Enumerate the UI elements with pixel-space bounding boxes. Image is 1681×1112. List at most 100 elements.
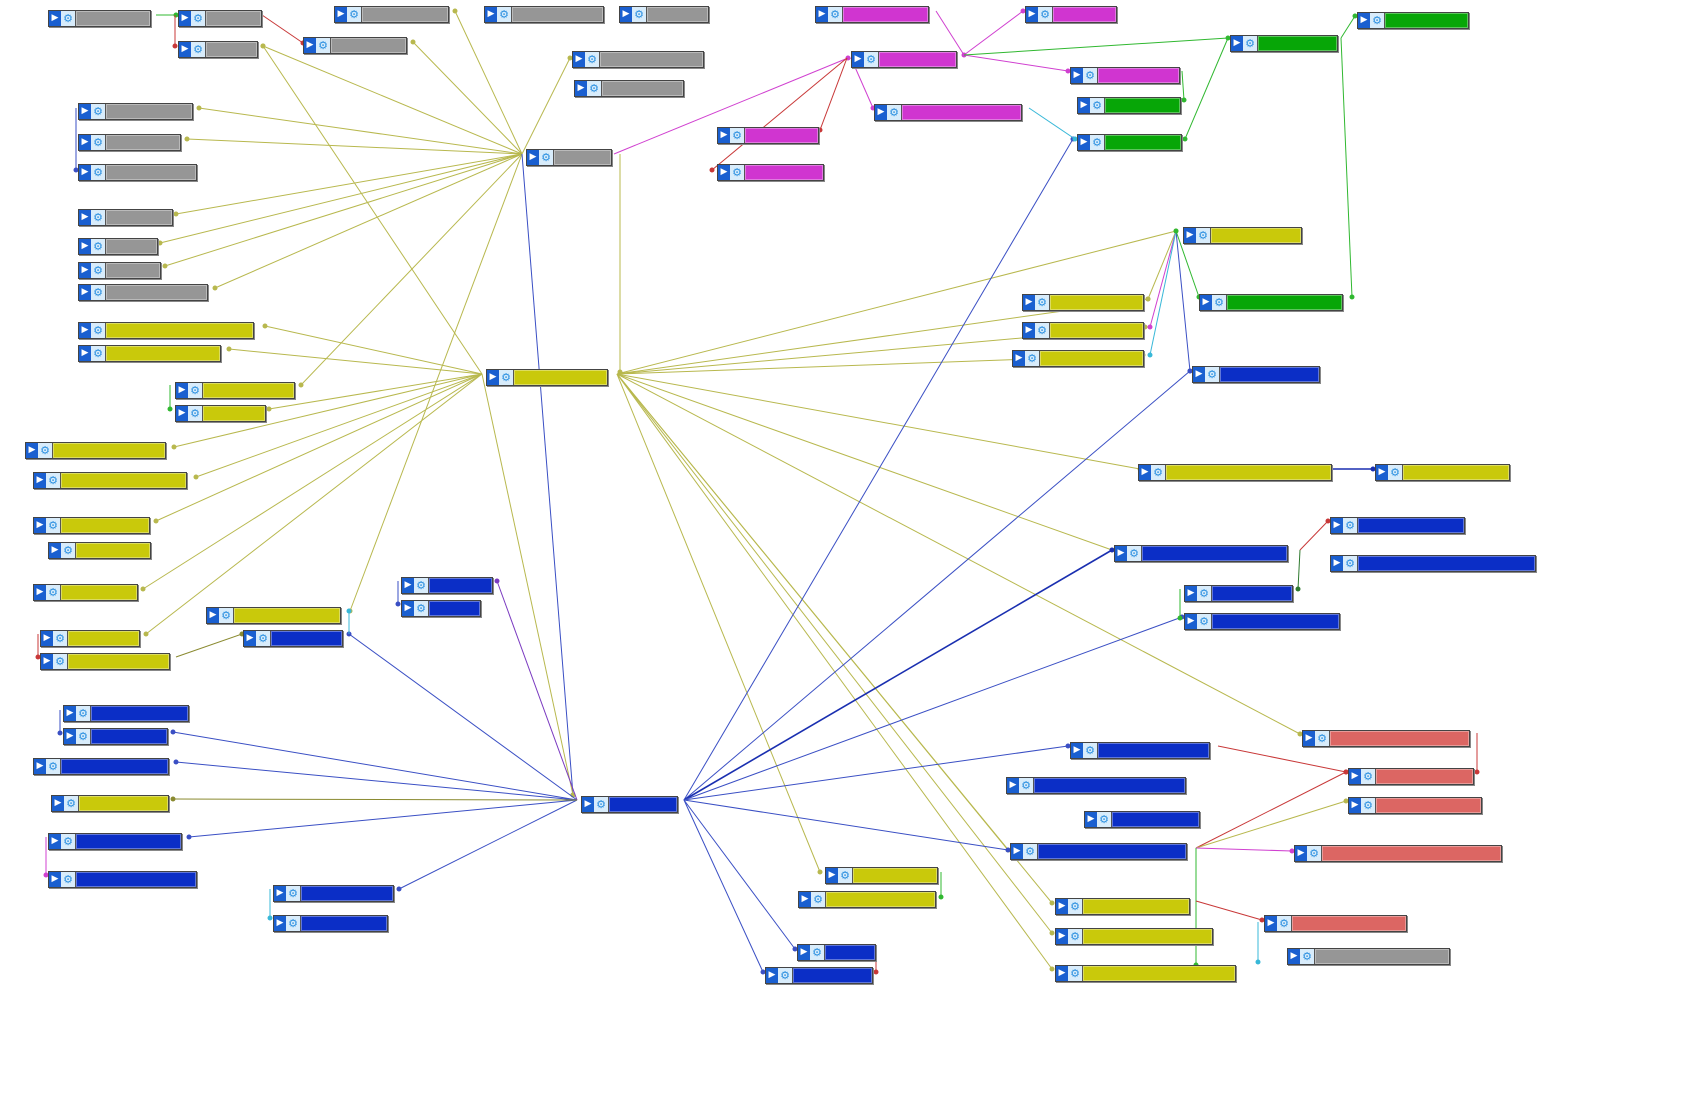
play-arrow-icon[interactable]: ▶: [485, 7, 497, 22]
gear-icon[interactable]: ⚙: [91, 323, 106, 338]
port-dot[interactable]: [262, 323, 268, 329]
node-body[interactable]: [76, 11, 150, 26]
node-b6[interactable]: ▶⚙: [33, 758, 169, 775]
gear-icon[interactable]: ⚙: [1205, 367, 1220, 382]
play-arrow-icon[interactable]: ▶: [1026, 7, 1038, 22]
node-body[interactable]: [106, 104, 192, 119]
port-dot[interactable]: [1177, 615, 1183, 621]
gear-icon[interactable]: ⚙: [91, 285, 106, 300]
gear-icon[interactable]: ⚙: [1083, 743, 1098, 758]
play-arrow-icon[interactable]: ▶: [79, 135, 91, 150]
gear-icon[interactable]: ⚙: [1019, 778, 1034, 793]
play-arrow-icon[interactable]: ▶: [49, 834, 61, 849]
play-arrow-icon[interactable]: ▶: [64, 706, 76, 721]
play-arrow-icon[interactable]: ▶: [1184, 228, 1196, 243]
node-body[interactable]: [1053, 7, 1116, 22]
node-g7[interactable]: ▶⚙: [619, 6, 709, 23]
gear-icon[interactable]: ⚙: [76, 729, 91, 744]
gear-icon[interactable]: ⚙: [838, 868, 853, 883]
gear-icon[interactable]: ⚙: [1035, 323, 1050, 338]
gear-icon[interactable]: ⚙: [53, 654, 68, 669]
play-arrow-icon[interactable]: ▶: [1288, 949, 1300, 964]
play-arrow-icon[interactable]: ▶: [176, 383, 188, 398]
port-dot[interactable]: [1145, 296, 1151, 302]
node-body[interactable]: [1322, 846, 1501, 861]
gear-icon[interactable]: ⚙: [1243, 36, 1258, 51]
port-dot[interactable]: [226, 346, 232, 352]
gear-icon[interactable]: ⚙: [91, 135, 106, 150]
node-body[interactable]: [1040, 351, 1143, 366]
node-r5[interactable]: ▶⚙: [1264, 915, 1407, 932]
play-arrow-icon[interactable]: ▶: [49, 11, 61, 26]
node-yc[interactable]: ▶⚙: [486, 369, 608, 386]
node-b10[interactable]: ▶⚙: [273, 915, 388, 932]
node-g12[interactable]: ▶⚙: [78, 134, 181, 151]
node-y21[interactable]: ▶⚙: [798, 891, 936, 908]
node-gr1[interactable]: ▶⚙: [1230, 35, 1338, 52]
play-arrow-icon[interactable]: ▶: [1078, 98, 1090, 113]
node-body[interactable]: [1220, 367, 1319, 382]
node-body[interactable]: [91, 706, 188, 721]
gear-icon[interactable]: ⚙: [1025, 351, 1040, 366]
node-m2[interactable]: ▶⚙: [851, 51, 957, 68]
gear-icon[interactable]: ⚙: [188, 383, 203, 398]
node-body[interactable]: [429, 578, 492, 593]
node-b8[interactable]: ▶⚙: [48, 871, 197, 888]
node-g14[interactable]: ▶⚙: [78, 209, 173, 226]
node-body[interactable]: [331, 38, 406, 53]
node-b22[interactable]: ▶⚙: [765, 967, 873, 984]
node-b3[interactable]: ▶⚙: [401, 600, 481, 617]
port-dot[interactable]: [567, 55, 573, 61]
node-body[interactable]: [206, 42, 257, 57]
node-body[interactable]: [1083, 899, 1189, 914]
play-arrow-icon[interactable]: ▶: [1265, 916, 1277, 931]
gear-icon[interactable]: ⚙: [188, 406, 203, 421]
node-y22[interactable]: ▶⚙: [1055, 898, 1190, 915]
node-m4[interactable]: ▶⚙: [717, 127, 819, 144]
node-body[interactable]: [512, 7, 603, 22]
gear-icon[interactable]: ⚙: [1068, 966, 1083, 981]
node-body[interactable]: [79, 796, 168, 811]
play-arrow-icon[interactable]: ▶: [79, 104, 91, 119]
gear-icon[interactable]: ⚙: [1277, 916, 1292, 931]
node-b18[interactable]: ▶⚙: [1006, 777, 1186, 794]
port-dot[interactable]: [346, 608, 352, 614]
port-dot[interactable]: [1474, 769, 1480, 775]
node-body[interactable]: [1330, 731, 1469, 746]
node-y11[interactable]: ▶⚙: [40, 630, 140, 647]
node-body[interactable]: [203, 406, 265, 421]
gear-icon[interactable]: ⚙: [91, 165, 106, 180]
gear-icon[interactable]: ⚙: [191, 11, 206, 26]
port-dot[interactable]: [1065, 68, 1071, 74]
node-body[interactable]: [514, 370, 607, 385]
play-arrow-icon[interactable]: ▶: [1200, 295, 1212, 310]
port-dot[interactable]: [1109, 547, 1115, 553]
port-dot[interactable]: [186, 834, 192, 840]
node-b5[interactable]: ▶⚙: [63, 728, 168, 745]
node-body[interactable]: [61, 518, 149, 533]
port-dot[interactable]: [1182, 136, 1188, 142]
play-arrow-icon[interactable]: ▶: [1071, 743, 1083, 758]
port-dot[interactable]: [1370, 466, 1376, 472]
play-arrow-icon[interactable]: ▶: [1295, 846, 1307, 861]
port-dot[interactable]: [196, 105, 202, 111]
port-dot[interactable]: [57, 730, 63, 736]
gear-icon[interactable]: ⚙: [286, 886, 301, 901]
port-dot[interactable]: [1049, 930, 1055, 936]
play-arrow-icon[interactable]: ▶: [1085, 812, 1097, 827]
gear-icon[interactable]: ⚙: [1343, 556, 1358, 571]
gear-icon[interactable]: ⚙: [256, 631, 271, 646]
node-body[interactable]: [1376, 798, 1481, 813]
port-dot[interactable]: [1352, 13, 1358, 19]
node-g9[interactable]: ▶⚙: [574, 80, 684, 97]
gear-icon[interactable]: ⚙: [91, 239, 106, 254]
port-dot[interactable]: [1187, 368, 1193, 374]
port-dot[interactable]: [1343, 769, 1349, 775]
node-body[interactable]: [1227, 295, 1342, 310]
node-body[interactable]: [301, 886, 393, 901]
node-gr3[interactable]: ▶⚙: [1077, 97, 1181, 114]
port-dot[interactable]: [140, 586, 146, 592]
gear-icon[interactable]: ⚙: [1097, 812, 1112, 827]
port-dot[interactable]: [173, 759, 179, 765]
gear-icon[interactable]: ⚙: [1151, 465, 1166, 480]
